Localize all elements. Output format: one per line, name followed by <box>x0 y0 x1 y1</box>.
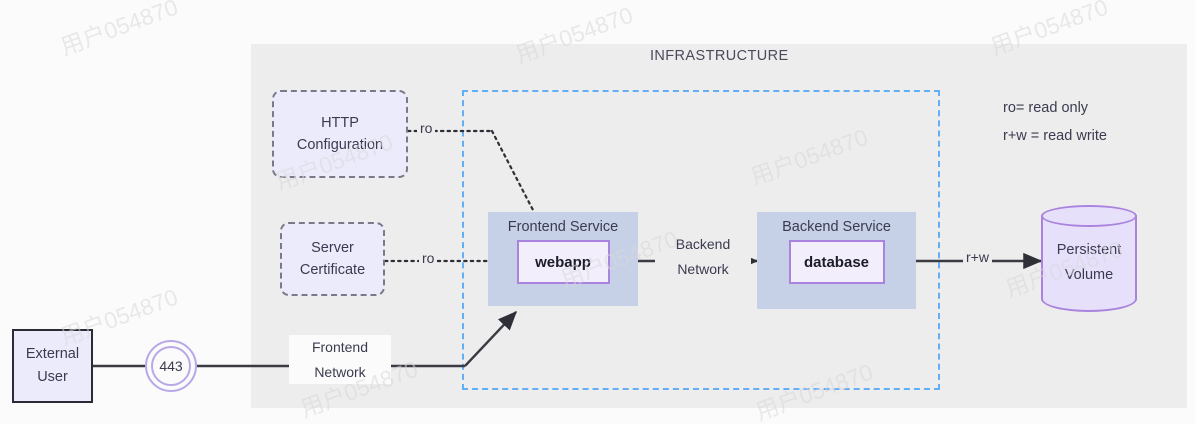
external-user-label-line1: External <box>25 345 80 362</box>
edge-label-ro-certificate: ro <box>419 250 438 266</box>
http-configuration-label-line1: HTTP <box>321 114 359 131</box>
backend-service-box[interactable]: Backend Service database <box>757 212 916 309</box>
frontend-service-box[interactable]: Frontend Service webapp <box>488 212 638 306</box>
persistent-volume-label-line2: Volume <box>1064 266 1114 283</box>
server-certificate-label-line2: Certificate <box>299 262 366 278</box>
edge-label-backend-network: Backend Network <box>655 232 751 281</box>
legend-line-read-only: ro= read only <box>1003 100 1089 116</box>
port-number-label: 443 <box>151 346 191 386</box>
backend-network-line1: Backend <box>655 232 751 257</box>
cylinder-body-icon <box>1041 216 1137 312</box>
watermark-0: 用户054870 <box>57 0 182 61</box>
external-user-box[interactable]: External User <box>12 329 93 403</box>
external-user-label-line2: User <box>37 369 68 385</box>
server-certificate-box[interactable]: Server Certificate <box>280 222 385 296</box>
edge-label-ro-http: ro <box>417 120 436 136</box>
persistent-volume-label: Persistent Volume <box>1041 238 1137 287</box>
port-circle-443[interactable]: 443 <box>145 340 197 392</box>
infrastructure-title: INFRASTRUCTURE <box>650 48 789 64</box>
edge-label-frontend-network: Frontend Network <box>289 335 391 384</box>
legend: ro= read only r+w = read write <box>1003 94 1107 151</box>
backend-pod-database[interactable]: database <box>788 240 885 284</box>
legend-line-read-write: r+w = read write <box>1003 128 1107 145</box>
persistent-volume-label-line1: Persistent <box>1056 242 1122 258</box>
frontend-service-title: Frontend Service <box>507 219 619 235</box>
frontend-network-line2: Network <box>289 359 391 384</box>
http-configuration-box[interactable]: HTTP Configuration <box>272 90 408 178</box>
backend-network-line2: Network <box>655 256 751 281</box>
server-certificate-label-line1: Server <box>311 239 354 256</box>
persistent-volume-cylinder[interactable]: Persistent Volume <box>1041 205 1137 323</box>
http-configuration-label-line2: Configuration <box>296 137 384 153</box>
frontend-network-line1: Frontend <box>289 335 391 360</box>
network-boundary <box>462 90 940 390</box>
cylinder-top-icon <box>1041 205 1137 227</box>
backend-service-title: Backend Service <box>782 219 891 235</box>
edge-label-read-write: r+w <box>963 249 992 265</box>
frontend-pod-webapp[interactable]: webapp <box>516 240 610 284</box>
